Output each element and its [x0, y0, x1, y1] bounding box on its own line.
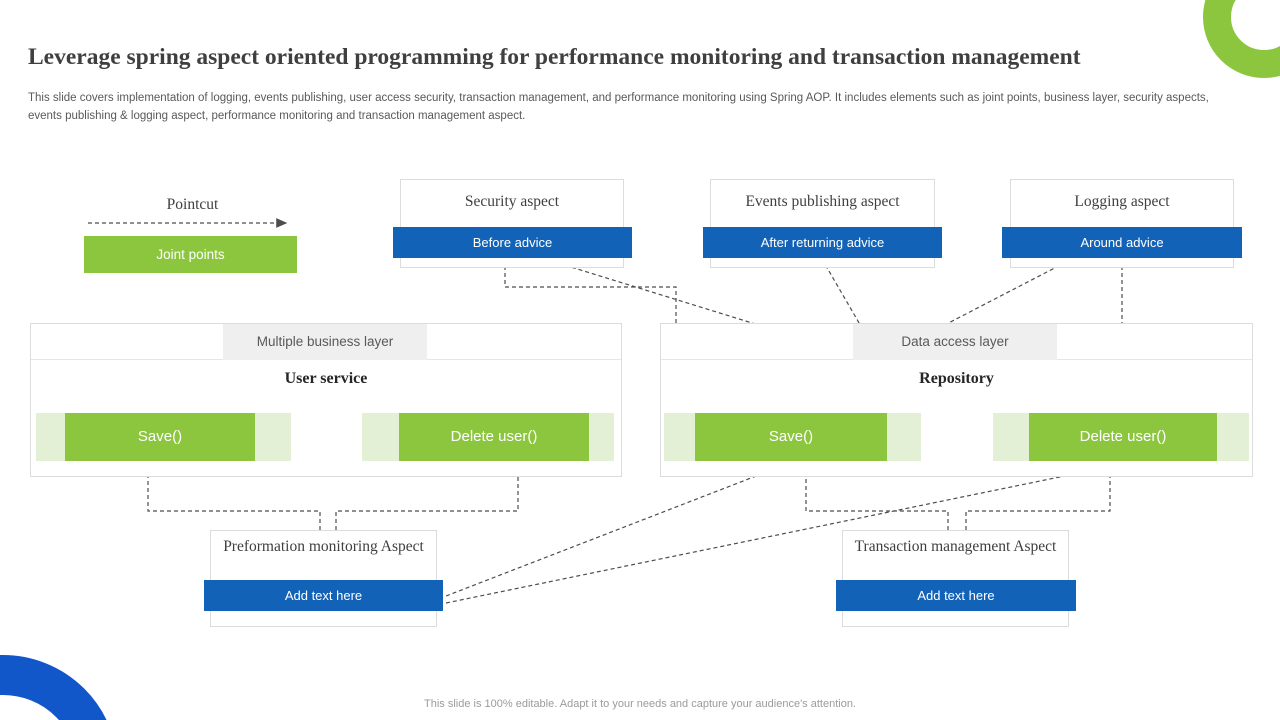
performance-monitoring-aspect-box: Preformation monitoring Aspect	[210, 530, 437, 627]
transaction-management-aspect-title: Transaction management Aspect	[854, 538, 1057, 555]
arrow-transaction-to-repo-delete	[965, 469, 1110, 530]
repo-save-button[interactable]: Save()	[695, 413, 887, 461]
user-save-button[interactable]: Save()	[65, 413, 255, 461]
around-advice-bar[interactable]: Around advice	[1002, 227, 1242, 258]
arrow-transaction-to-repo-save	[806, 469, 949, 530]
monitoring-add-text-button[interactable]: Add text here	[204, 580, 443, 611]
security-aspect-title: Security aspect	[464, 193, 560, 210]
business-layer-tab: Multiple business layer	[223, 324, 427, 360]
data-access-layer-header: Data access layer	[661, 324, 1252, 360]
data-access-layer-tab: Data access layer	[853, 324, 1057, 360]
page-title: Leverage spring aspect oriented programm…	[28, 44, 1081, 70]
arrow-monitoring-to-user-delete	[335, 468, 518, 530]
business-layer-header: Multiple business layer	[31, 324, 621, 360]
user-delete-button[interactable]: Delete user()	[399, 413, 589, 461]
slide-description: This slide covers implementation of logg…	[28, 92, 1209, 122]
events-publishing-aspect-title: Events publishing aspect	[745, 193, 900, 210]
slide-footer-note: This slide is 100% editable. Adapt it to…	[424, 698, 856, 710]
arrow-monitoring-diag-to-repo-delete	[445, 465, 1118, 604]
repo-delete-button[interactable]: Delete user()	[1029, 413, 1217, 461]
transaction-management-aspect-box: Transaction management Aspect	[842, 530, 1069, 627]
logging-aspect-title: Logging aspect	[1074, 193, 1170, 210]
user-service-label: User service	[284, 370, 368, 387]
data-access-layer-container: Data access layer Repository Save() Dele…	[660, 323, 1253, 477]
after-returning-advice-bar[interactable]: After returning advice	[703, 227, 942, 258]
business-layer-container: Multiple business layer User service Sav…	[30, 323, 622, 477]
pointcut-label: Pointcut	[166, 196, 219, 213]
arrow-monitoring-to-user-save	[148, 468, 321, 530]
before-advice-bar[interactable]: Before advice	[393, 227, 632, 258]
joint-points-shape[interactable]: Joint points	[84, 236, 297, 273]
arrow-monitoring-diag-to-repo-save	[445, 466, 782, 597]
performance-monitoring-aspect-title: Preformation monitoring Aspect	[223, 538, 424, 555]
transaction-add-text-button[interactable]: Add text here	[836, 580, 1076, 611]
repository-label: Repository	[919, 370, 994, 387]
